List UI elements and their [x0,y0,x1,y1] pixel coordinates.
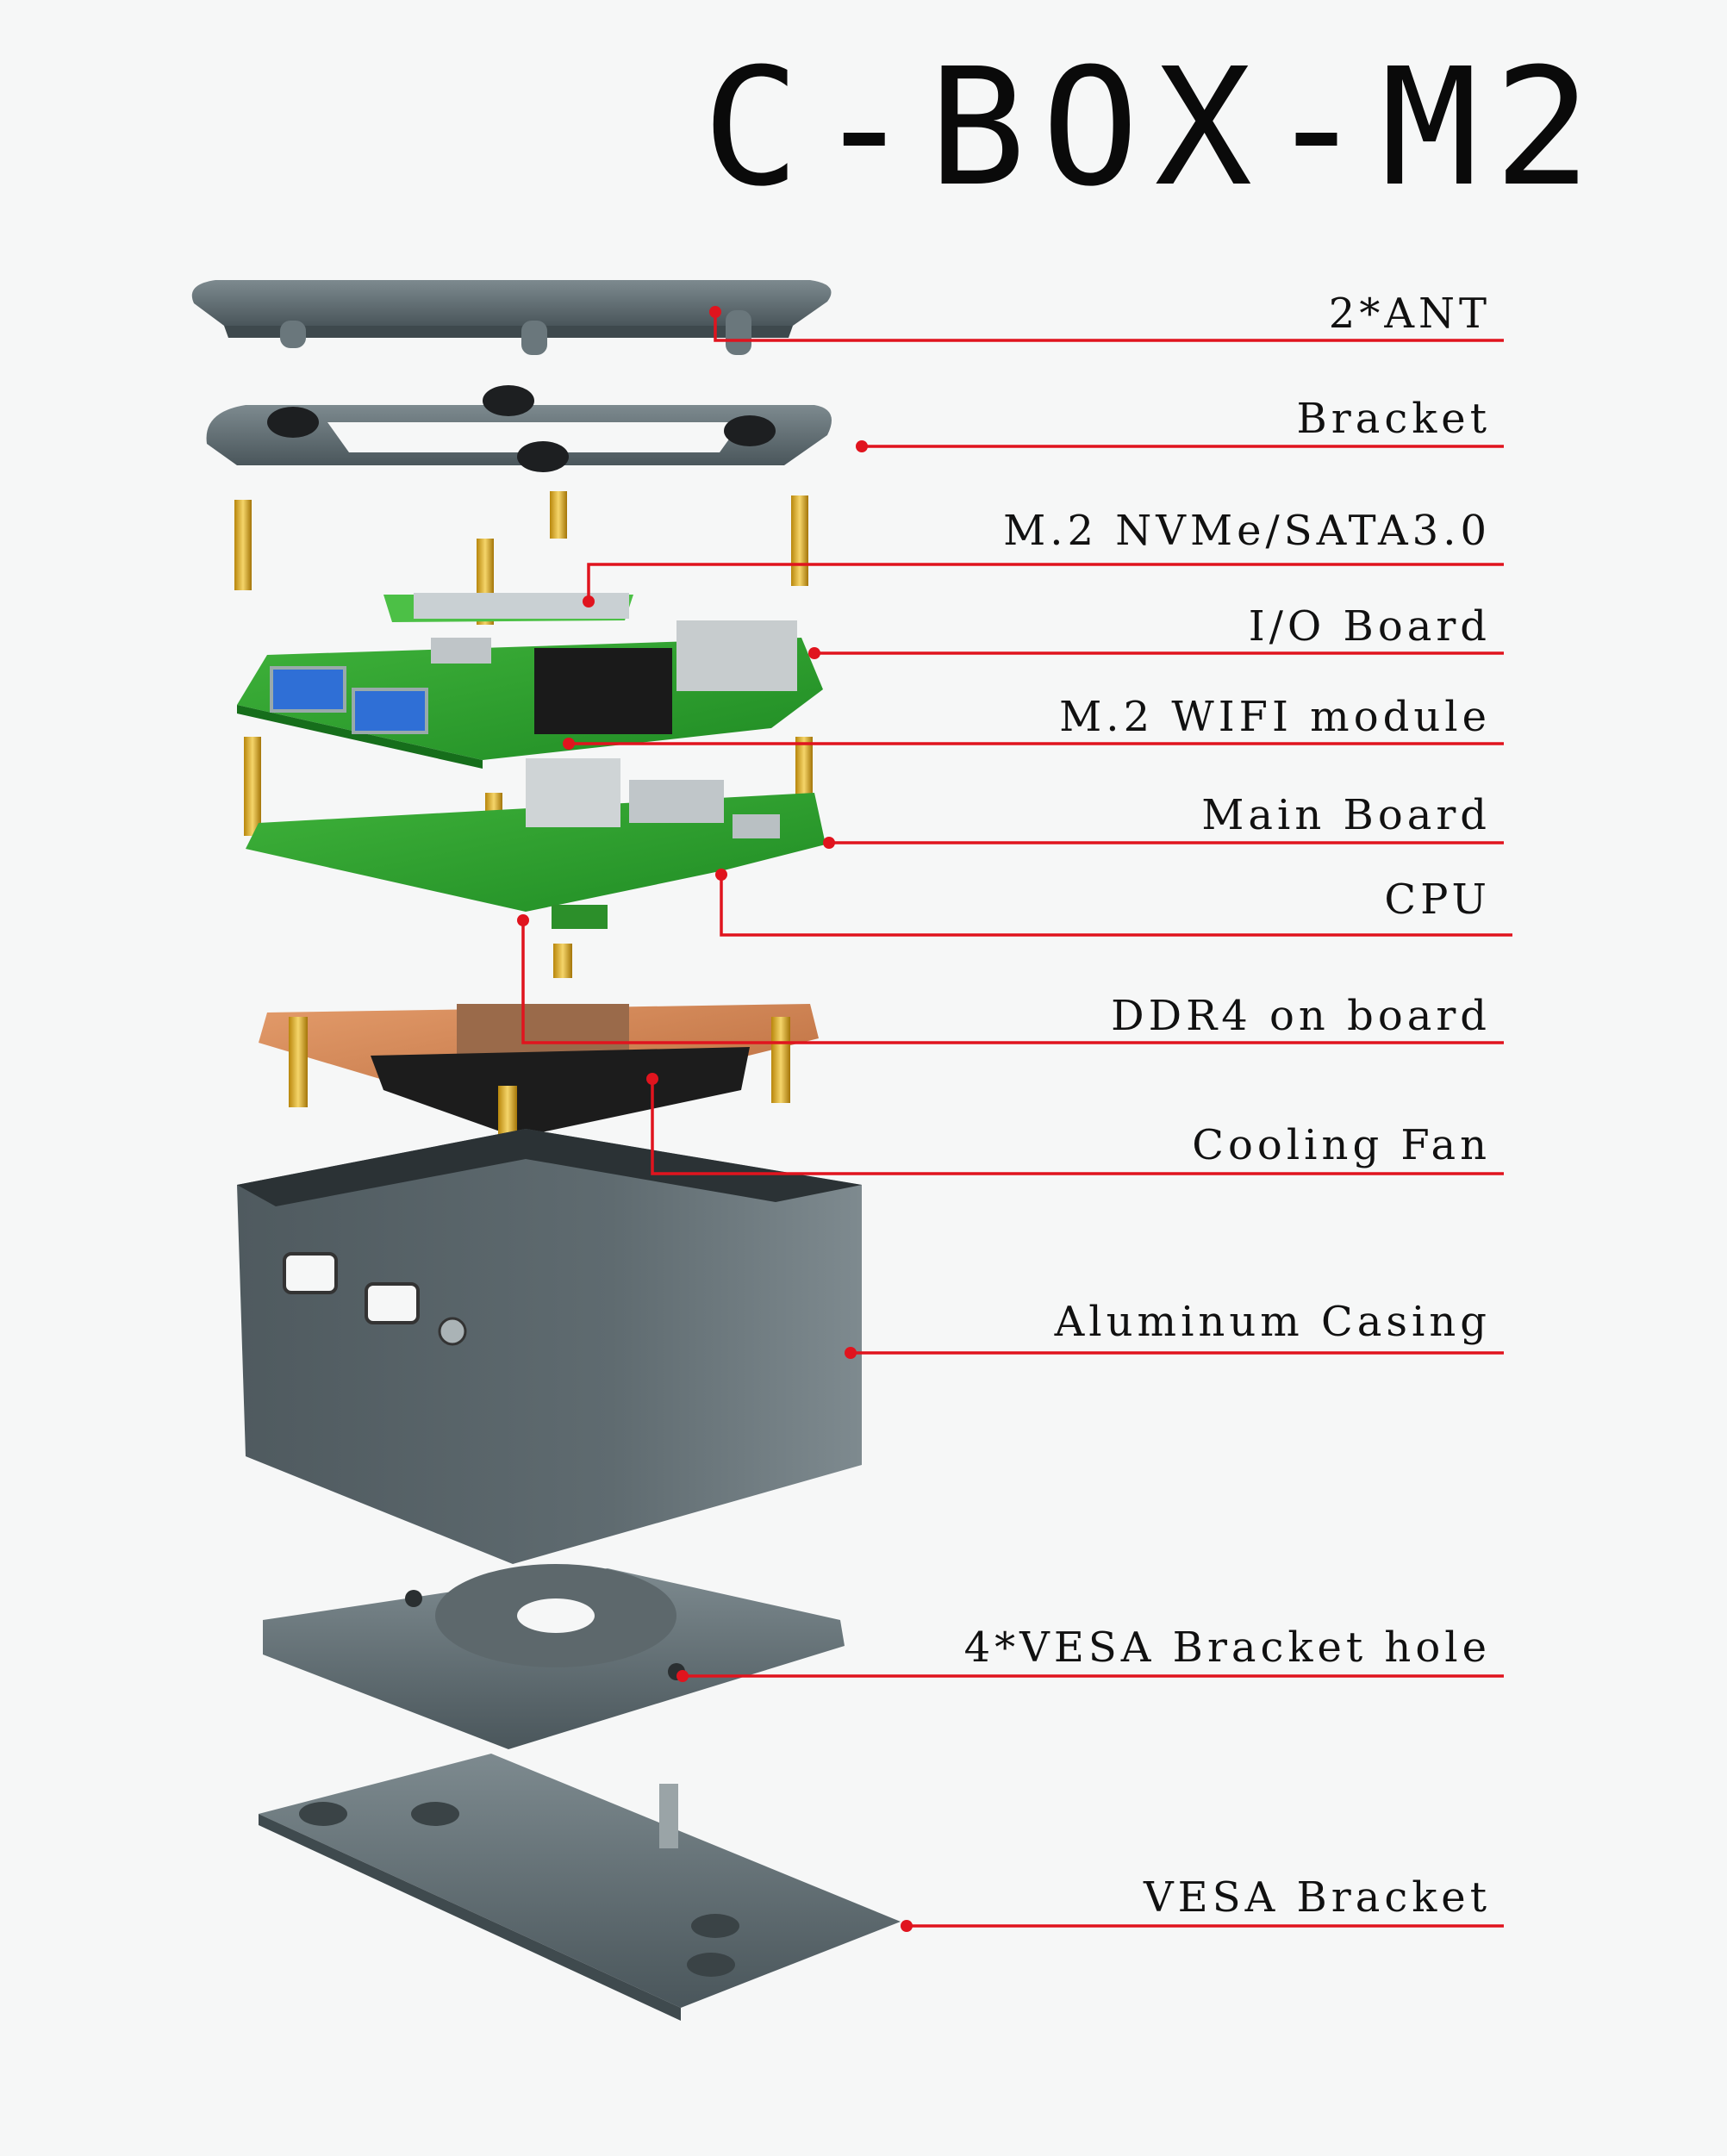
label-m2-nvme: M.2 NVMe/SATA3.0 [1003,507,1491,555]
page-title: C-BOX-M2 [702,34,1607,222]
label-ddr4: DDR4 on board [1111,992,1491,1040]
heatsink-fan [259,944,819,1163]
leader-ant [714,312,1504,342]
label-cooling-fan: Cooling Fan [1192,1121,1491,1169]
leader-cooling-fan [651,1079,1504,1175]
label-io-board: I/O Board [1249,602,1491,651]
bracket-part [206,385,832,472]
label-ant: 2*ANT [1329,290,1491,338]
nvme-module [383,593,633,622]
label-vesa-bracket: VESA Bracket [1143,1873,1491,1922]
vesa-bracket-part [259,1754,901,2021]
leader-m2-nvme [587,563,1504,601]
standoffs-upper [234,491,808,625]
top-cover [191,280,832,355]
label-vesa-hole: 4*VESA Bracket hole [964,1623,1491,1672]
leader-lines [521,312,1512,1928]
component-labels: 2*ANT Bracket M.2 NVMe/SATA3.0 I/O Board… [964,290,1492,1922]
label-casing: Aluminum Casing [1054,1298,1491,1346]
leader-cpu [720,875,1512,937]
label-cpu: CPU [1384,875,1491,924]
aluminum-casing [237,1129,862,1564]
bottom-plate [263,1564,845,1749]
leader-ddr4 [521,920,1504,1044]
label-m2-wifi: M.2 WIFI module [1059,693,1491,741]
io-board-part [237,620,823,769]
main-board-part [246,758,826,929]
label-bracket: Bracket [1297,395,1492,443]
label-main-board: Main Board [1201,791,1491,839]
leader-dots [517,306,913,1932]
